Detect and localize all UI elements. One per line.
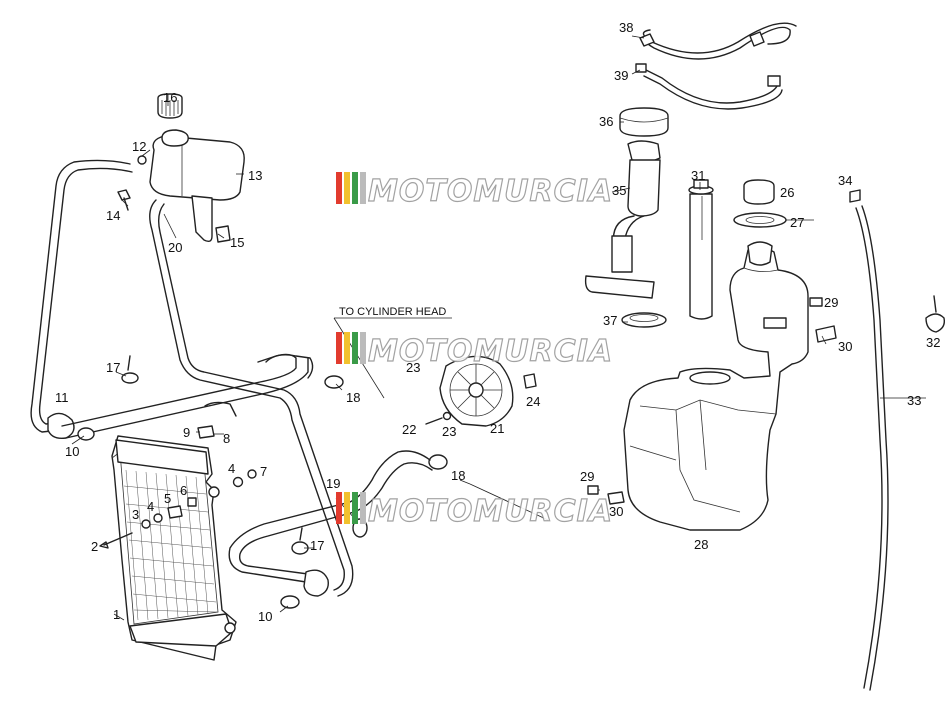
callout-37: 37: [603, 313, 617, 328]
callout-30b: 30: [609, 504, 623, 519]
watermark-middle: MOTOMURCIA: [336, 332, 613, 370]
callout-11: 11: [55, 390, 69, 405]
callout-30a: 30: [838, 339, 852, 354]
fuel-lines: [635, 22, 797, 110]
callout-19: 19: [326, 476, 340, 491]
callout-17a: 17: [106, 360, 120, 375]
callout-4a: 4: [147, 499, 154, 514]
callout-10b: 10: [258, 609, 272, 624]
callout-5: 5: [164, 491, 171, 506]
callout-15: 15: [230, 235, 244, 250]
callout-1: 1: [113, 607, 120, 622]
callout-21: 21: [490, 421, 504, 436]
callout-24: 24: [526, 394, 540, 409]
leader-lines: [71, 35, 926, 621]
fuel-pump: [584, 107, 669, 299]
fuel-cap-parts: [621, 179, 787, 328]
callout-7: 7: [260, 464, 267, 479]
fuel-tank: [623, 241, 809, 531]
small-fasteners: [587, 295, 946, 505]
to-cylinder-head-label: TO CYLINDER HEAD: [339, 306, 446, 318]
callout-26: 26: [780, 185, 794, 200]
watermark-top: MOTOMURCIA: [336, 172, 613, 210]
callout-18b: 18: [451, 468, 465, 483]
callout-39: 39: [614, 68, 628, 83]
radiator-hardware: [99, 401, 257, 549]
fuel-level-sender: [688, 179, 714, 320]
watermark-bottom: MOTOMURCIA: [336, 492, 613, 530]
callout-38: 38: [619, 20, 633, 35]
radiator: [111, 435, 237, 661]
callout-14: 14: [106, 208, 120, 223]
callout-36: 36: [599, 114, 613, 129]
watermark-text: MOTOMURCIA: [368, 174, 613, 209]
callout-10a: 10: [65, 444, 79, 459]
callout-4b: 4: [228, 461, 235, 476]
callout-34: 34: [838, 173, 852, 188]
callout-8: 8: [223, 431, 230, 446]
vent-hose-33: [849, 189, 889, 691]
watermark-text: MOTOMURCIA: [368, 494, 613, 529]
fan: [425, 355, 537, 427]
callout-17b: 17: [310, 538, 324, 553]
hose-11: [30, 159, 314, 440]
callout-27: 27: [790, 215, 804, 230]
callout-3: 3: [132, 507, 139, 522]
callout-12: 12: [132, 139, 146, 154]
callout-31: 31: [691, 168, 705, 183]
callout-20: 20: [168, 240, 182, 255]
callout-2: 2: [91, 539, 98, 554]
hose-20: [149, 199, 354, 597]
watermark-text: MOTOMURCIA: [368, 334, 613, 369]
callout-23b: 23: [406, 360, 420, 375]
callout-18a: 18: [346, 390, 360, 405]
callout-29a: 29: [824, 295, 838, 310]
callout-29b: 29: [580, 469, 594, 484]
callout-23a: 23: [442, 424, 456, 439]
callout-33: 33: [907, 393, 921, 408]
callout-6: 6: [180, 483, 187, 498]
callout-numbers: 1 2 3 4 4 5 6 7 8 9 10 10 11 12 13 14 15…: [55, 20, 940, 624]
callout-9: 9: [183, 425, 190, 440]
callout-22: 22: [402, 422, 416, 437]
callout-16: 16: [163, 90, 177, 105]
callout-35: 35: [612, 183, 626, 198]
callout-32: 32: [926, 335, 940, 350]
expansion-tank: [117, 93, 245, 243]
callout-28: 28: [694, 537, 708, 552]
callout-13: 13: [248, 168, 262, 183]
